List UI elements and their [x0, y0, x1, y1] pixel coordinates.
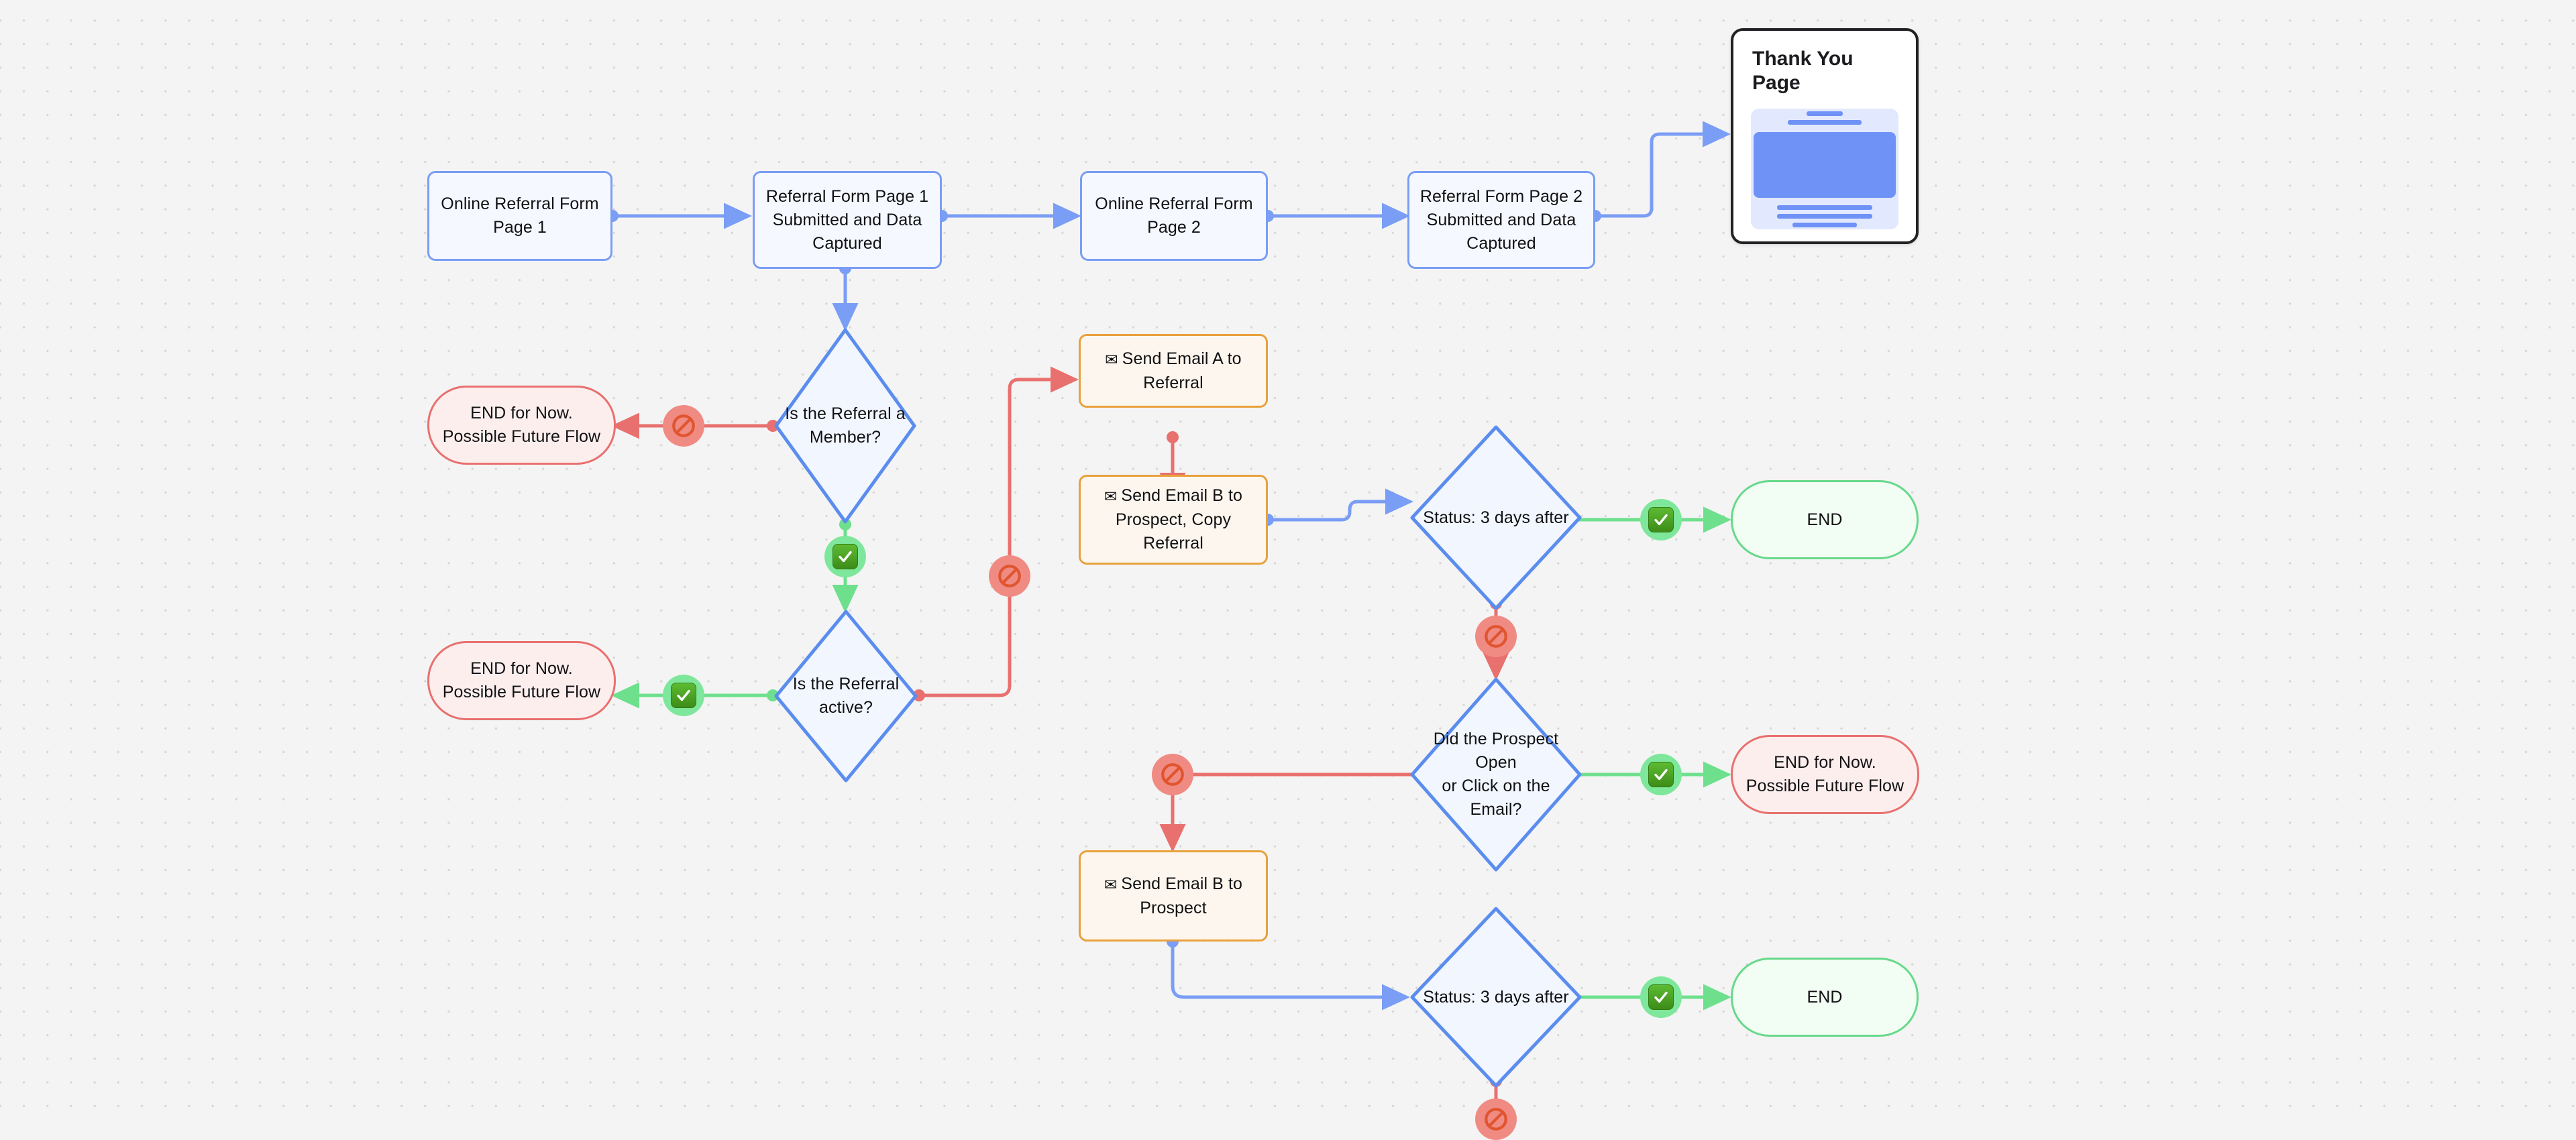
node-thank-you-page[interactable]: Thank You Page	[1731, 28, 1919, 244]
node-label: Status: 3 days after	[1423, 508, 1569, 527]
envelope-icon: ✉	[1105, 350, 1118, 368]
page-title: Thank You Page	[1752, 48, 1854, 94]
node-is-referral-active[interactable]: Is the Referral active?	[773, 608, 919, 784]
node-label: END	[1807, 987, 1843, 1007]
badge-prospect-no[interactable]	[1152, 754, 1193, 795]
diamond-shape	[1410, 425, 1582, 610]
node-label: Status: 3 days after	[1423, 987, 1569, 1007]
badge-active-no[interactable]	[989, 555, 1030, 597]
badge-status-bottom-no[interactable]	[1475, 1098, 1517, 1140]
badge-active-yes[interactable]	[663, 675, 704, 716]
prohibited-icon	[1485, 1108, 1507, 1131]
node-end-member-no[interactable]: END for Now.Possible Future Flow	[427, 386, 616, 465]
check-icon	[1648, 984, 1674, 1010]
check-icon	[671, 683, 696, 708]
envelope-icon: ✉	[1104, 488, 1118, 505]
badge-member-no[interactable]	[663, 405, 704, 447]
badge-status-top-no[interactable]	[1475, 616, 1517, 657]
node-label: Is the Referral active?	[792, 675, 900, 717]
node-label: END for Now.Possible Future Flow	[442, 404, 601, 446]
badge-status-bottom-yes[interactable]	[1640, 976, 1682, 1018]
badge-status-top-yes[interactable]	[1640, 499, 1682, 540]
badge-prospect-yes[interactable]	[1640, 754, 1682, 795]
node-label: END for Now.Possible Future Flow	[442, 659, 601, 701]
badge-member-yes[interactable]	[824, 536, 866, 577]
node-label: END	[1807, 510, 1843, 529]
node-status-3-days-after-bottom[interactable]: Status: 3 days after	[1409, 905, 1583, 1089]
envelope-icon: ✉	[1104, 875, 1118, 893]
node-end-top[interactable]: END	[1731, 480, 1919, 559]
page-preview-thumbnail	[1751, 109, 1898, 229]
check-icon	[1648, 507, 1674, 532]
node-status-3-days-after-top[interactable]: Status: 3 days after	[1409, 424, 1583, 612]
prohibited-icon	[1485, 625, 1507, 648]
diamond-shape	[1410, 907, 1582, 1088]
prohibited-icon	[998, 565, 1021, 587]
check-icon	[833, 544, 858, 569]
diamond-shape	[1410, 677, 1582, 872]
diamond-shape	[774, 610, 918, 783]
node-end-active-yes[interactable]: END for Now.Possible Future Flow	[427, 641, 616, 720]
node-label: END for Now.Possible Future Flow	[1746, 753, 1904, 795]
diamond-shape	[774, 328, 916, 524]
prohibited-icon	[672, 414, 695, 437]
check-icon	[1648, 762, 1674, 787]
prohibited-icon	[1161, 763, 1184, 786]
node-end-prospect-yes[interactable]: END for Now.Possible Future Flow	[1731, 735, 1919, 814]
node-end-bottom[interactable]: END	[1731, 958, 1919, 1037]
